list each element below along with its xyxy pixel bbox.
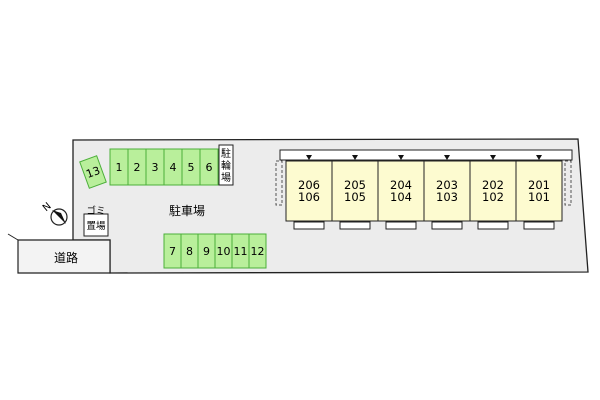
parking-space-label: 3 bbox=[152, 161, 159, 174]
bicycle-parking-char-1: 駐 bbox=[221, 147, 231, 160]
parking-space-label: 2 bbox=[134, 161, 141, 174]
parking-space-12: 12 bbox=[248, 233, 267, 269]
garbage-label-line1: ゴミ bbox=[86, 205, 105, 217]
parking-space-11: 11 bbox=[231, 233, 250, 269]
parking-space-2: 2 bbox=[127, 148, 147, 186]
unit-number-lower: 101 bbox=[528, 190, 550, 204]
parking-space-5: 5 bbox=[181, 148, 201, 186]
unit-number-lower: 105 bbox=[344, 190, 366, 204]
garbage-label-line2: 置場 bbox=[86, 220, 106, 232]
parking-space-label: 10 bbox=[217, 245, 231, 258]
parking-space-9: 9 bbox=[197, 233, 216, 269]
parking-space-10: 10 bbox=[214, 233, 233, 269]
parking-space-label: 1 bbox=[116, 161, 123, 174]
parking-lot-label: 駐車場 bbox=[169, 203, 205, 218]
parking-space-label: 9 bbox=[203, 245, 210, 258]
entrance-marker-icon bbox=[490, 155, 496, 160]
unit-number-lower: 102 bbox=[482, 190, 504, 204]
entrance-marker-icon bbox=[352, 155, 358, 160]
entrance-marker-icon bbox=[536, 155, 542, 160]
parking-space-label: 11 bbox=[234, 245, 248, 258]
unit-number-upper: 202 bbox=[482, 178, 504, 192]
bicycle-parking-char-2: 輪 bbox=[221, 159, 231, 172]
unit-number-upper: 206 bbox=[298, 178, 320, 192]
parking-space-13: 13 bbox=[79, 155, 107, 189]
parking-space-label: 6 bbox=[206, 161, 213, 174]
road-edge bbox=[7, 233, 19, 241]
unit-number-lower: 104 bbox=[390, 190, 412, 204]
parking-space-4: 4 bbox=[163, 148, 183, 186]
entrance-marker-icon bbox=[444, 155, 450, 160]
parking-space-label: 8 bbox=[186, 245, 193, 258]
garbage-area: ゴミ 置場 bbox=[83, 205, 109, 237]
parking-space-7: 7 bbox=[163, 233, 182, 269]
parking-space-label: 13 bbox=[84, 164, 102, 181]
parking-space-3: 3 bbox=[145, 148, 165, 186]
unit-number-upper: 205 bbox=[344, 178, 366, 192]
bicycle-parking: 駐 輪 場 bbox=[218, 144, 234, 186]
parking-space-label: 5 bbox=[188, 161, 195, 174]
unit-number-lower: 106 bbox=[298, 190, 320, 204]
parking-space-label: 4 bbox=[170, 161, 177, 174]
parking-space-8: 8 bbox=[180, 233, 199, 269]
road bbox=[17, 239, 111, 274]
unit-number-upper: 201 bbox=[528, 178, 550, 192]
entrance-marker-icon bbox=[306, 155, 312, 160]
unit-number-upper: 204 bbox=[390, 178, 412, 192]
north-arrow-icon: N bbox=[41, 201, 68, 226]
parking-space-label: 7 bbox=[169, 245, 176, 258]
road-label: 道路 bbox=[54, 250, 78, 265]
entrance-marker-icon bbox=[398, 155, 404, 160]
unit-number-lower: 103 bbox=[436, 190, 458, 204]
north-label: N bbox=[41, 201, 54, 214]
bicycle-parking-char-3: 場 bbox=[221, 171, 231, 184]
parking-space-6: 6 bbox=[199, 148, 219, 186]
parking-space-label: 12 bbox=[251, 245, 265, 258]
unit-number-upper: 203 bbox=[436, 178, 458, 192]
parking-space-1: 1 bbox=[109, 148, 129, 186]
